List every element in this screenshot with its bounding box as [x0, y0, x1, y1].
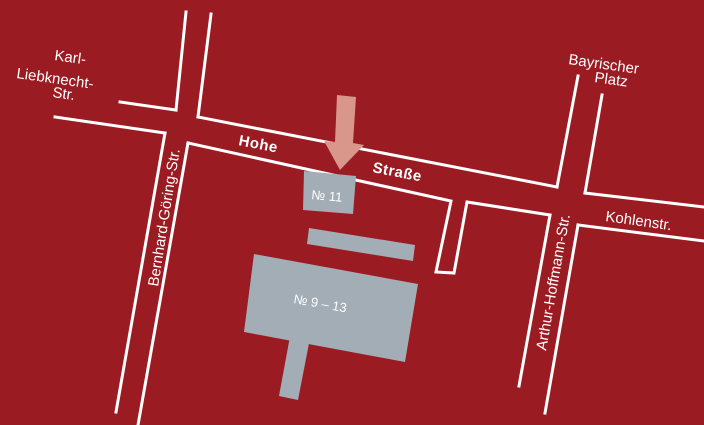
road-arthur-left-top	[555, 74, 580, 189]
road-bernhard-right-top	[196, 12, 213, 119]
road-hohe-lower	[186, 141, 552, 275]
road-hohe-upper-left	[118, 100, 178, 112]
building-label-no11: № 11	[311, 187, 343, 205]
road-bernhard-right-bottom	[136, 141, 190, 425]
road-kohlen-upper	[583, 191, 704, 209]
street-label-karl-1: Karl-	[53, 47, 87, 68]
road-hohe-upper	[196, 115, 559, 189]
road-bernhard-left-bottom	[114, 131, 167, 414]
building-bar	[307, 228, 415, 261]
road-arthur-right-top	[583, 93, 604, 195]
roads	[53, 10, 704, 425]
road-hohe-lower-left	[53, 115, 167, 135]
building-no9-13	[244, 254, 418, 362]
street-label-karl-3: Str.	[51, 84, 76, 104]
building-wing	[279, 331, 311, 400]
road-bernhard-left-top	[174, 10, 188, 112]
road-arthur-right-bottom	[543, 223, 580, 415]
street-label-bayrischer-2: Platz	[593, 69, 628, 90]
road-kohlen-lower	[576, 223, 704, 243]
buildings	[244, 171, 418, 400]
building-no11	[303, 171, 356, 214]
arrow-down-icon	[324, 95, 364, 170]
road-arthur-left-bottom	[517, 213, 552, 388]
